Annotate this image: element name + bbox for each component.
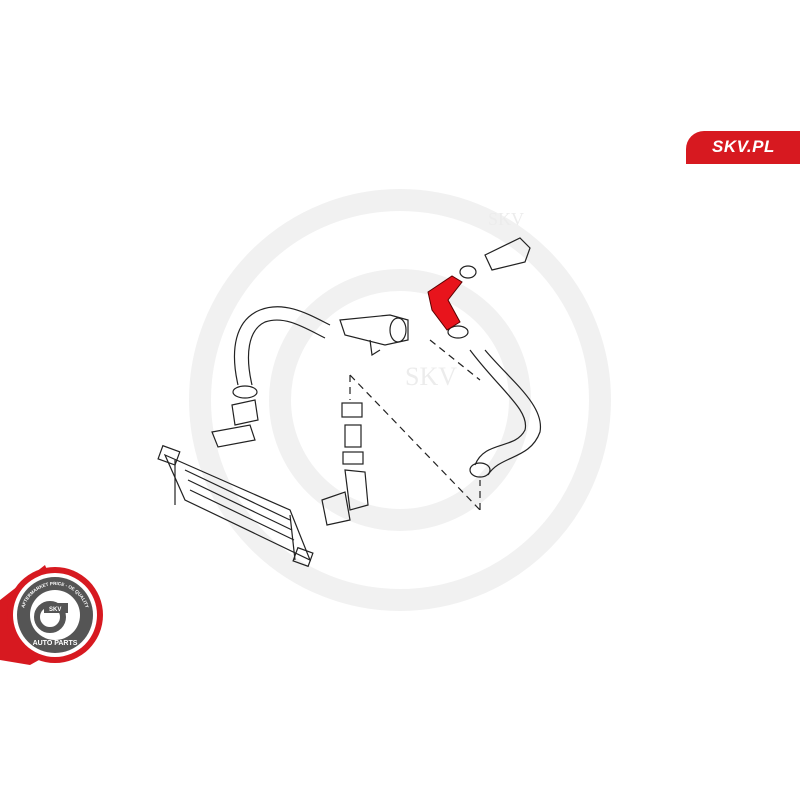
watermark-text-center: SKV (405, 362, 457, 391)
badge-bottom-text: AUTO PARTS (33, 640, 78, 647)
left-hose (233, 306, 331, 386)
parts-linework (157, 237, 542, 568)
badge-center-text: SKV (49, 607, 61, 613)
brand-tag: SKV.PL (686, 131, 800, 164)
right-hose (469, 349, 542, 476)
watermark-gear (189, 189, 611, 611)
highlighted-hose (427, 275, 463, 331)
brand-label: SKV.PL (712, 137, 775, 156)
watermark-text: SKV (488, 209, 524, 229)
skv-badge-logo: SKV AFTERMARKET PRICE - OE QUALITY AUTO … (0, 565, 103, 665)
intercooler (157, 444, 314, 568)
